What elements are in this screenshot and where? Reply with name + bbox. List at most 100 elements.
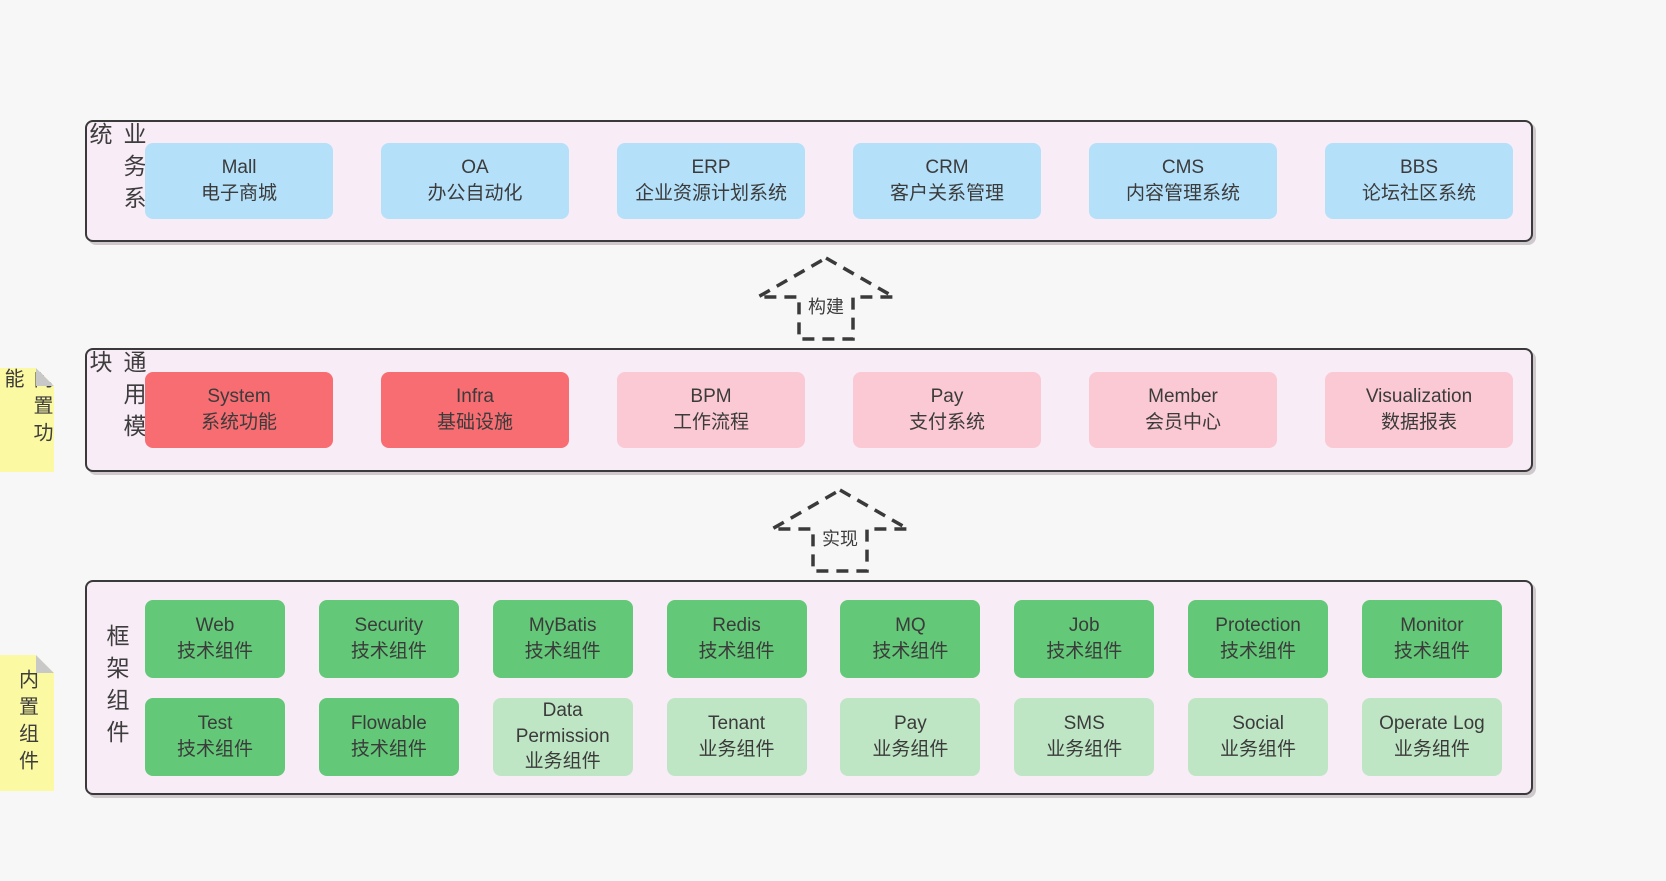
box-name: Job	[1068, 614, 1100, 636]
box-name: Security	[354, 614, 424, 636]
box-desc: 内容管理系统	[1125, 183, 1240, 204]
arrow-build-label: 构建	[805, 292, 847, 320]
box-test: Test 技术组件	[145, 697, 285, 776]
box-name: Mall	[221, 157, 257, 179]
box-name: System	[207, 386, 271, 408]
box-bbs: BBS 论坛社区系统	[1325, 143, 1513, 219]
arrow-build: 构建	[756, 256, 896, 342]
box-cms: CMS 内容管理系统	[1089, 143, 1277, 219]
box-desc: 技术组件	[176, 640, 253, 662]
layer-modules-label: 通用模块	[86, 350, 146, 446]
box-desc: 技术组件	[350, 640, 427, 662]
box-social: Social 业务组件	[1188, 697, 1329, 776]
box-desc: 技术组件	[176, 738, 253, 760]
component-rows: Web 技术组件 Security 技术组件 MyBatis 技术组件 Redi…	[145, 582, 1531, 793]
arrow-implement: 实现	[770, 488, 910, 574]
box-name: MQ	[895, 614, 926, 636]
box-desc: 技术组件	[350, 738, 427, 760]
box-desc: 技术组件	[1393, 640, 1470, 662]
box-name: Operate Log	[1379, 712, 1485, 734]
layer-framework-components: 框架组件 Web 技术组件 Security 技术组件 MyBatis 技术组件…	[85, 580, 1533, 795]
box-name: Web	[195, 614, 235, 636]
box-desc: 技术组件	[524, 640, 601, 662]
box-name: Tenant	[708, 712, 766, 734]
box-member: Member 会员中心	[1089, 372, 1277, 448]
component-row-2: Test 技术组件 Flowable 技术组件 Data Permission …	[145, 697, 1502, 776]
box-name: Flowable	[350, 712, 427, 734]
box-name: BPM	[690, 386, 732, 408]
box-desc: 业务组件	[524, 751, 601, 773]
box-flowable: Flowable 技术组件	[318, 697, 459, 776]
box-name: Pay	[894, 712, 927, 734]
box-infra: Infra 基础设施	[381, 372, 569, 448]
box-desc: 支付系统	[908, 412, 985, 433]
box-desc: 工作流程	[672, 412, 749, 433]
box-mybatis: MyBatis 技术组件	[492, 599, 633, 678]
note-built-in-components: 内置组件	[0, 655, 54, 791]
box-desc: 业务组件	[1393, 738, 1470, 760]
box-desc: 技术组件	[1046, 640, 1123, 662]
layer-common-modules: 通用模块 System 系统功能 Infra 基础设施 BPM 工作流程 Pay…	[85, 348, 1533, 472]
box-name: ERP	[691, 157, 731, 179]
box-visualization: Visualization 数据报表	[1325, 372, 1513, 448]
folded-corner-icon	[36, 655, 54, 673]
box-desc: 会员中心	[1144, 412, 1221, 433]
box-name: CMS	[1161, 157, 1205, 179]
box-name: CRM	[925, 157, 969, 179]
layer-components-label: 框架组件	[103, 623, 129, 752]
box-desc: 技术组件	[872, 640, 949, 662]
box-security: Security 技术组件	[318, 599, 459, 678]
box-data-permission: Data Permission 业务组件	[492, 697, 633, 776]
box-sms: SMS 业务组件	[1014, 697, 1155, 776]
folded-corner-icon	[36, 368, 54, 386]
component-row-1: Web 技术组件 Security 技术组件 MyBatis 技术组件 Redi…	[145, 599, 1502, 678]
box-tenant: Tenant 业务组件	[666, 697, 807, 776]
module-boxes: System 系统功能 Infra 基础设施 BPM 工作流程 Pay 支付系统…	[145, 350, 1531, 470]
box-desc: 客户关系管理	[889, 183, 1004, 204]
arrow-implement-label: 实现	[819, 524, 861, 552]
box-name: Social	[1232, 712, 1284, 734]
layer-business-label: 业务系统	[86, 122, 146, 218]
box-protection: Protection 技术组件	[1188, 599, 1329, 678]
box-job: Job 技术组件	[1014, 599, 1155, 678]
dashed-up-arrow-icon	[770, 488, 910, 573]
box-desc: 业务组件	[1046, 738, 1123, 760]
box-name: Member	[1148, 386, 1218, 408]
box-desc: 办公自动化	[427, 183, 523, 204]
box-name: SMS	[1063, 712, 1105, 734]
box-desc: 技术组件	[1220, 640, 1297, 662]
box-system: System 系统功能	[145, 372, 333, 448]
box-name: MyBatis	[528, 614, 597, 636]
box-web: Web 技术组件	[145, 599, 285, 678]
box-desc: 业务组件	[698, 738, 775, 760]
box-name: Data Permission	[515, 700, 610, 747]
box-erp: ERP 企业资源计划系统	[617, 143, 805, 219]
box-desc: 企业资源计划系统	[634, 183, 787, 204]
box-monitor: Monitor 技术组件	[1361, 599, 1502, 678]
box-name: Monitor	[1400, 614, 1464, 636]
box-name: Protection	[1215, 614, 1301, 636]
note-text: 内置组件	[15, 669, 38, 777]
box-desc: 数据报表	[1380, 412, 1457, 433]
box-pay-component: Pay 业务组件	[840, 697, 981, 776]
note-built-in-features: 内置功能	[0, 368, 54, 472]
box-desc: 电子商城	[200, 183, 277, 204]
box-desc: 基础设施	[436, 412, 513, 433]
box-name: OA	[461, 157, 489, 179]
box-name: Infra	[455, 386, 495, 408]
box-mq: MQ 技术组件	[840, 599, 981, 678]
box-name: Pay	[930, 386, 964, 408]
box-desc: 业务组件	[872, 738, 949, 760]
box-desc: 技术组件	[698, 640, 775, 662]
dashed-up-arrow-icon	[756, 256, 896, 341]
box-name: Visualization	[1365, 386, 1473, 408]
business-boxes: Mall 电子商城 OA 办公自动化 ERP 企业资源计划系统 CRM 客户关系…	[145, 122, 1531, 240]
box-desc: 系统功能	[200, 412, 277, 433]
box-desc: 业务组件	[1220, 738, 1297, 760]
box-crm: CRM 客户关系管理	[853, 143, 1041, 219]
box-mall: Mall 电子商城	[145, 143, 333, 219]
note-text: 内置功能	[1, 368, 52, 449]
box-oa: OA 办公自动化	[381, 143, 569, 219]
box-redis: Redis 技术组件	[666, 599, 807, 678]
